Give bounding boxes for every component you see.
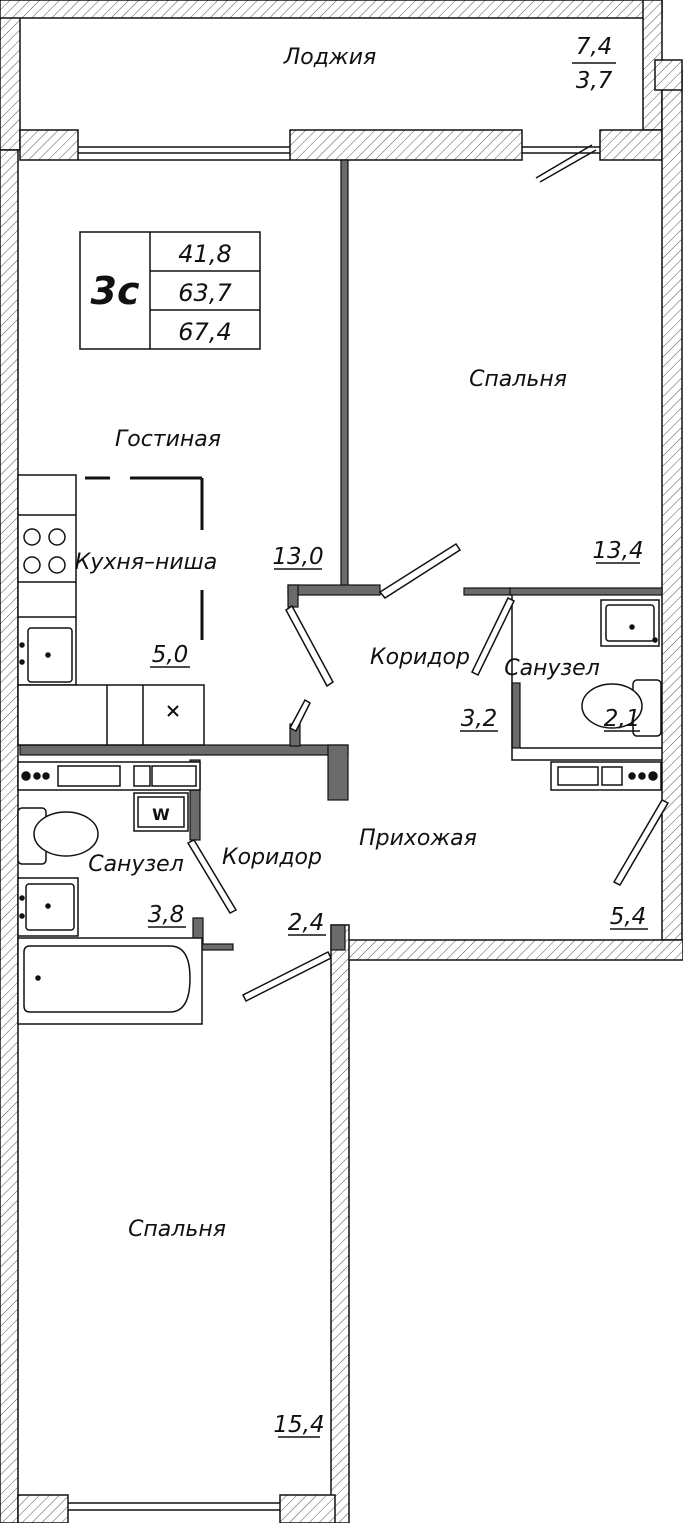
bedroom-bottom-area: 15,4	[273, 1412, 324, 1438]
bath-right-label: Санузел	[504, 656, 600, 681]
bath-left-toilet-icon	[17, 807, 99, 865]
kitchen-label: Кухня–ниша	[75, 550, 218, 575]
kitchen-counter	[17, 474, 205, 746]
bath-right-toilet-icon	[581, 679, 662, 737]
window-bottom	[68, 1502, 280, 1511]
bedroom-bottom-label: Спальня	[128, 1217, 226, 1242]
window-top-left	[78, 146, 290, 161]
hall-label: Прихожая	[359, 826, 477, 851]
bathtub-icon	[17, 937, 203, 1025]
corridor-mid-label: Коридор	[370, 645, 470, 670]
bath-right-sink-icon	[600, 599, 660, 647]
bath-left-area: 3,8	[148, 902, 185, 928]
bath-right-area: 2,1	[604, 706, 641, 732]
corridor-left-label: Коридор	[222, 845, 322, 870]
bedroom-top-area: 13,4	[592, 538, 643, 564]
loggia-label: Лоджия	[283, 45, 377, 70]
bath-left-counter	[17, 761, 201, 791]
doors	[186, 542, 670, 1003]
bedroom-top-label: Спальня	[469, 367, 567, 392]
bath-left-label: Санузел	[88, 852, 184, 877]
kitchen-sink-icon	[19, 627, 73, 683]
living-area-value: 41,8	[178, 240, 231, 268]
total-area-value: 63,7	[178, 279, 232, 307]
kitchen-area: 5,0	[152, 642, 189, 668]
exhaust-cross-icon	[167, 705, 179, 717]
loggia-area-full: 7,4	[576, 34, 613, 60]
kitchen-niche-outline	[85, 476, 204, 640]
window-top-right	[522, 146, 600, 154]
stove-icon	[23, 528, 66, 574]
washer-icon	[133, 792, 189, 832]
hall-area: 5,4	[610, 904, 647, 930]
loggia-area-reduced: 3,7	[576, 68, 613, 94]
bath-right-outline	[511, 595, 662, 761]
interior-walls	[19, 159, 663, 951]
apartment-badge	[79, 231, 261, 350]
bath-left-sink-icon	[17, 877, 79, 937]
living-room-area: 13,0	[272, 544, 323, 570]
living-room-label: Гостиная	[115, 427, 221, 452]
washer-label: W	[152, 805, 170, 824]
bath-right-counter	[550, 761, 662, 791]
apartment-type: 3с	[91, 269, 140, 313]
total-with-loggia-value: 67,4	[178, 318, 231, 346]
corridor-left-area: 2,4	[288, 910, 325, 936]
corridor-mid-area: 3,2	[461, 706, 498, 732]
loggia-door	[535, 144, 597, 183]
